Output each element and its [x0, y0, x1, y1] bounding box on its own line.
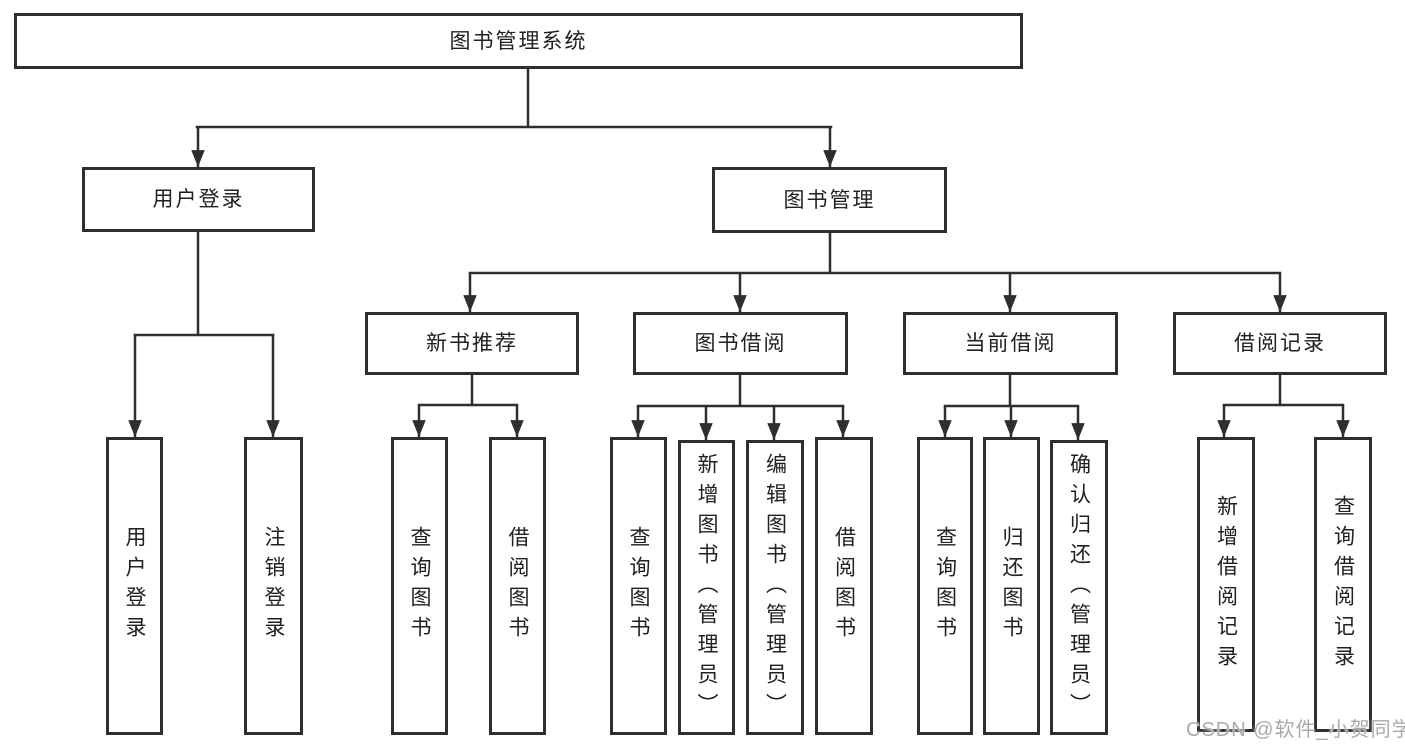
leaf-query-borrow-record-label: 查询借阅记录: [1331, 494, 1355, 675]
leaf-borrow-borrow-books: 借阅图书: [815, 437, 873, 735]
leaf-query-borrow-record: 查询借阅记录: [1314, 437, 1372, 732]
leaf-user-login-label: 用户登录: [123, 526, 146, 646]
node-new-book-recommend: 新书推荐: [365, 312, 579, 375]
leaf-newrec-borrow-books-label: 借阅图书: [506, 526, 529, 646]
leaf-current-query-books-label: 查询图书: [933, 526, 957, 646]
leaf-confirm-return-admin: 确认归还（管理员）: [1050, 440, 1108, 735]
leaf-user-login: 用户登录: [106, 437, 163, 735]
leaf-current-query-books: 查询图书: [917, 437, 973, 735]
leaf-add-books-admin: 新增图书（管理员）: [678, 440, 735, 735]
leaf-edit-books-admin: 编辑图书（管理员）: [746, 440, 804, 735]
node-book-borrow: 图书借阅: [633, 312, 848, 375]
leaf-return-books-label: 归还图书: [1000, 526, 1023, 646]
leaf-borrow-query-books: 查询图书: [610, 437, 667, 735]
node-book-management: 图书管理: [712, 167, 947, 233]
leaf-logout-label: 注销登录: [262, 526, 285, 646]
leaf-add-borrow-record: 新增借阅记录: [1197, 437, 1255, 732]
node-borrow-records: 借阅记录: [1173, 312, 1387, 375]
leaf-add-borrow-record-label: 新增借阅记录: [1214, 494, 1238, 675]
leaf-borrow-query-books-label: 查询图书: [627, 526, 650, 646]
leaf-borrow-borrow-books-label: 借阅图书: [832, 526, 856, 646]
leaf-logout: 注销登录: [244, 437, 303, 735]
csdn-watermark: CSDN @软件_小贺同学: [1186, 719, 1405, 741]
leaf-confirm-return-admin-label: 确认归还（管理员）: [1067, 452, 1091, 723]
node-root-system: 图书管理系统: [14, 13, 1023, 69]
leaf-add-books-admin-label: 新增图书（管理员）: [695, 452, 718, 723]
leaf-edit-books-admin-label: 编辑图书（管理员）: [763, 452, 787, 723]
leaf-newrec-query-books: 查询图书: [391, 437, 448, 735]
leaf-newrec-borrow-books: 借阅图书: [489, 437, 546, 735]
leaf-newrec-query-books-label: 查询图书: [408, 526, 431, 646]
leaf-return-books: 归还图书: [983, 437, 1040, 735]
node-user-login: 用户登录: [82, 167, 315, 232]
node-current-borrow: 当前借阅: [903, 312, 1118, 375]
